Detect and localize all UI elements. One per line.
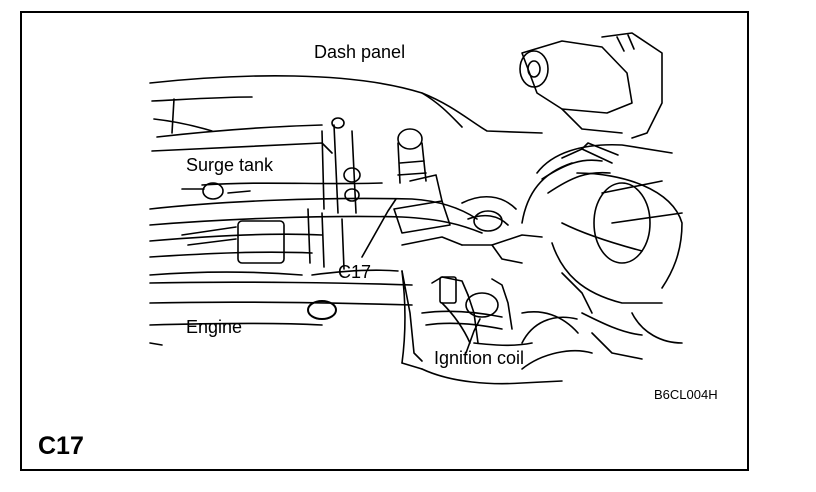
dash-panel-drawing	[149, 75, 543, 138]
hose-clamp-drawing	[397, 128, 427, 184]
label-engine: Engine	[186, 317, 243, 337]
leader-line-c17	[361, 198, 397, 258]
leader-line-ignition-coil	[465, 318, 481, 354]
connector-area-drawing	[401, 196, 543, 264]
label-ignition-coil: Ignition coil	[434, 348, 525, 368]
engine-block-drawing	[149, 270, 563, 385]
section-id: C17	[38, 432, 84, 460]
surge-tank-drawing	[149, 117, 483, 276]
label-c17: C17	[338, 262, 372, 282]
engine-bay-illustration	[149, 32, 683, 385]
ignition-coil-drawing	[401, 270, 643, 370]
label-dash-panel: Dash panel	[314, 42, 406, 62]
figure-code: B6CL004H	[654, 387, 718, 402]
intake-duct-drawing	[519, 32, 683, 344]
oil-filler-cap	[307, 300, 337, 320]
label-surge-tank: Surge tank	[186, 155, 274, 175]
figure-frame: Dash panel Surge tank C17 Engine Ignitio…	[20, 11, 749, 471]
